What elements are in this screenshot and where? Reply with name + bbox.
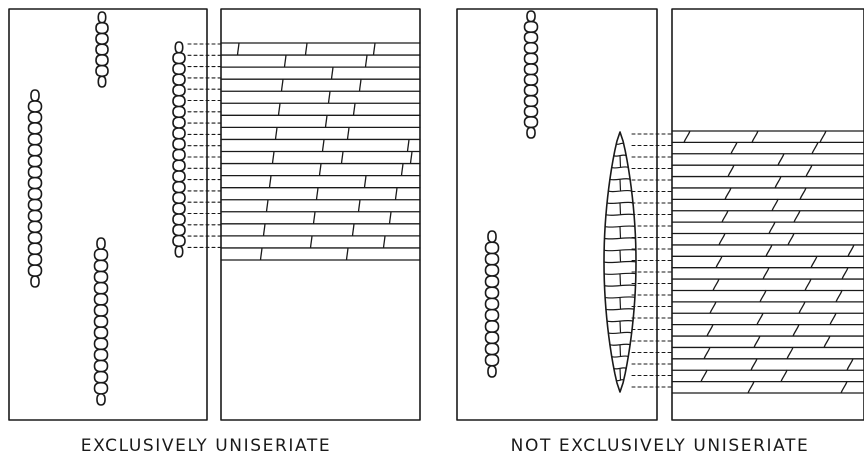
uniseriate-ray-6 (486, 231, 499, 377)
uniseriate-ray-3 (173, 42, 185, 257)
procumbent-cells-right (672, 131, 864, 393)
caption-exclusively-uniseriate: EXCLUSIVELY UNISERIATE (6, 432, 406, 460)
uniseriate-ray-5 (525, 11, 538, 138)
uniseriate-ray-2 (29, 90, 42, 287)
connector-lines-left (188, 44, 221, 247)
uniseriate-ray-1 (96, 12, 108, 87)
uniseriate-ray-4 (95, 238, 108, 405)
multiseriate-ray-cells (604, 143, 636, 381)
caption-not-exclusively-uniseriate: NOT EXCLUSIVELY UNISERIATE (456, 432, 864, 460)
connector-lines-right (632, 134, 672, 387)
procumbent-cells-left (221, 43, 420, 260)
